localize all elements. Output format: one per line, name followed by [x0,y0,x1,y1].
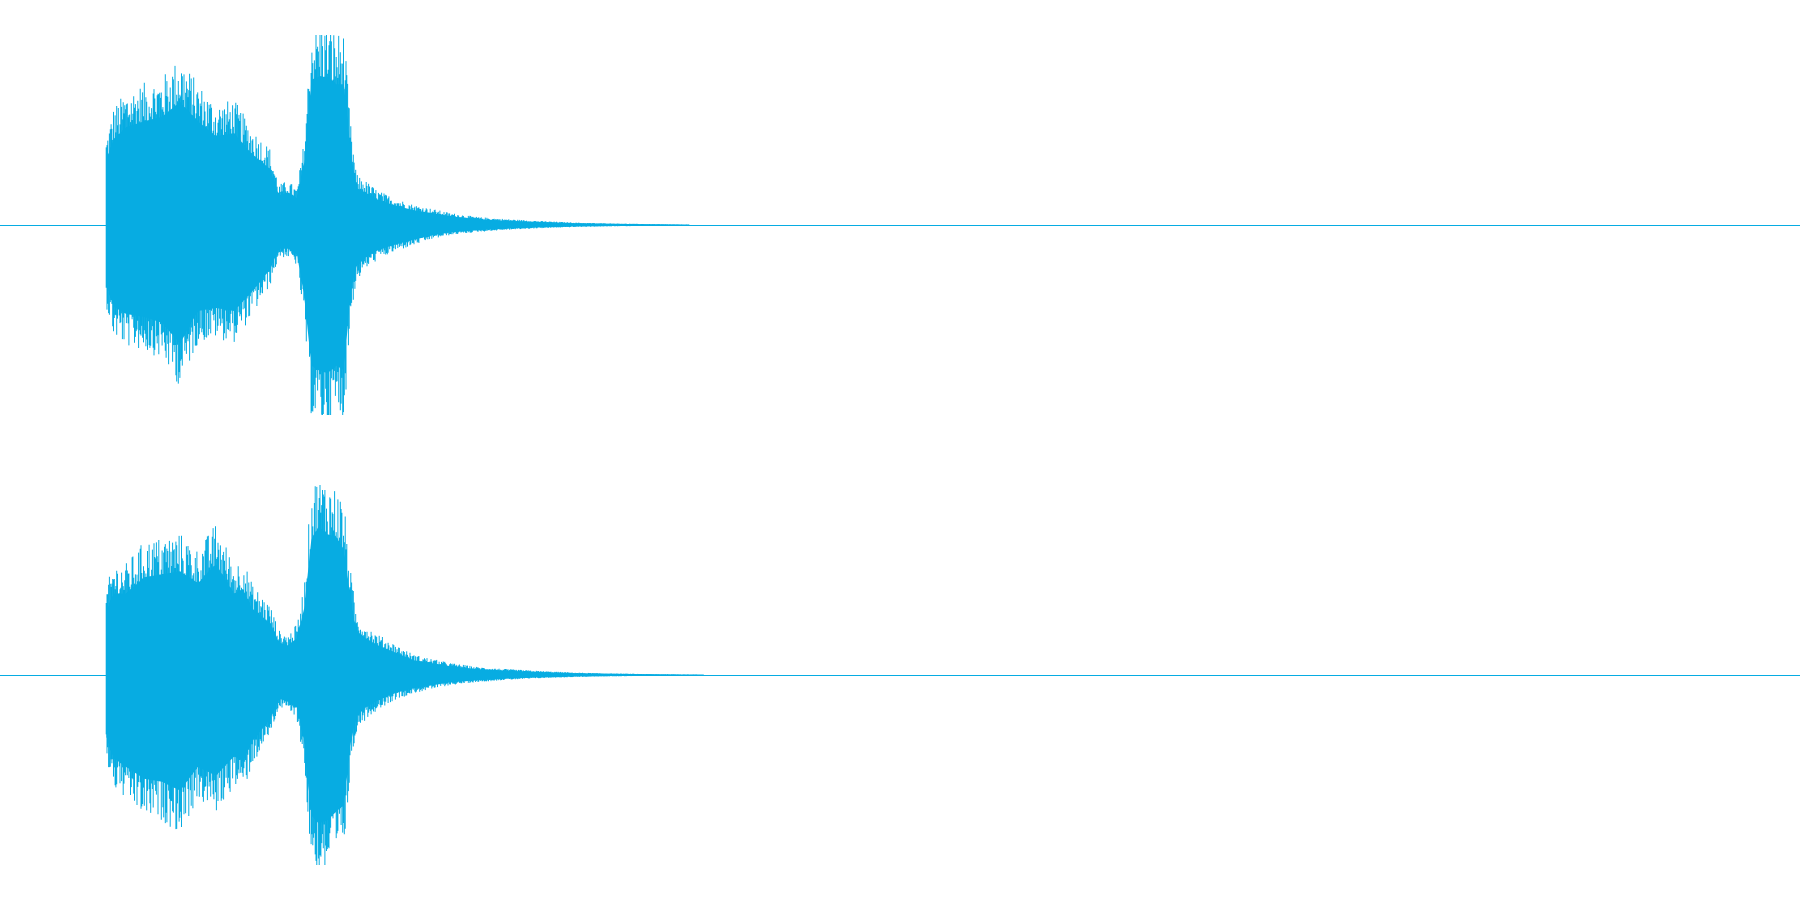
waveform-envelope-bottom [106,526,704,824]
waveform-envelope-top [106,76,690,374]
waveform-channel-bottom [0,485,1800,865]
waveform-channel-top [0,35,1800,415]
